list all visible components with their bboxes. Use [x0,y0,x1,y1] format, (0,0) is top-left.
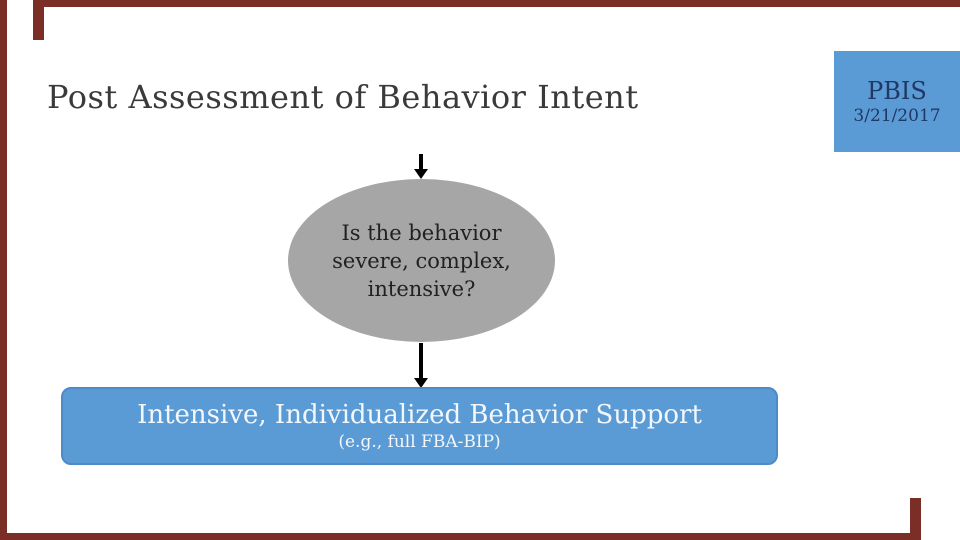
down-arrowhead-icon [414,378,428,388]
connector-arrow-bottom [414,343,428,388]
frame-top-bar [33,0,960,7]
frame-top-left-tick [33,0,44,40]
arrow-shaft [419,343,423,378]
decision-line: intensive? [367,276,476,301]
pbis-badge-title: PBIS [867,76,927,105]
decision-line: severe, complex, [332,248,511,273]
frame-bottom-right-tick [910,498,921,540]
decision-line: Is the behavior [341,220,502,245]
pbis-badge-date: 3/21/2017 [853,105,941,126]
slide-title: Post Assessment of Behavior Intent [47,78,639,116]
arrow-shaft [419,154,423,169]
connector-arrow-top [414,154,428,179]
frame-left-bar [0,0,7,540]
action-title: Intensive, Individualized Behavior Suppo… [137,400,702,430]
frame-bottom-bar [0,533,921,540]
pbis-badge: PBIS 3/21/2017 [834,51,960,152]
action-subtitle: (e.g., full FBA-BIP) [338,432,501,452]
decision-ellipse: Is the behavior severe, complex, intensi… [288,179,555,342]
down-arrowhead-icon [414,169,428,179]
action-box: Intensive, Individualized Behavior Suppo… [61,387,778,465]
